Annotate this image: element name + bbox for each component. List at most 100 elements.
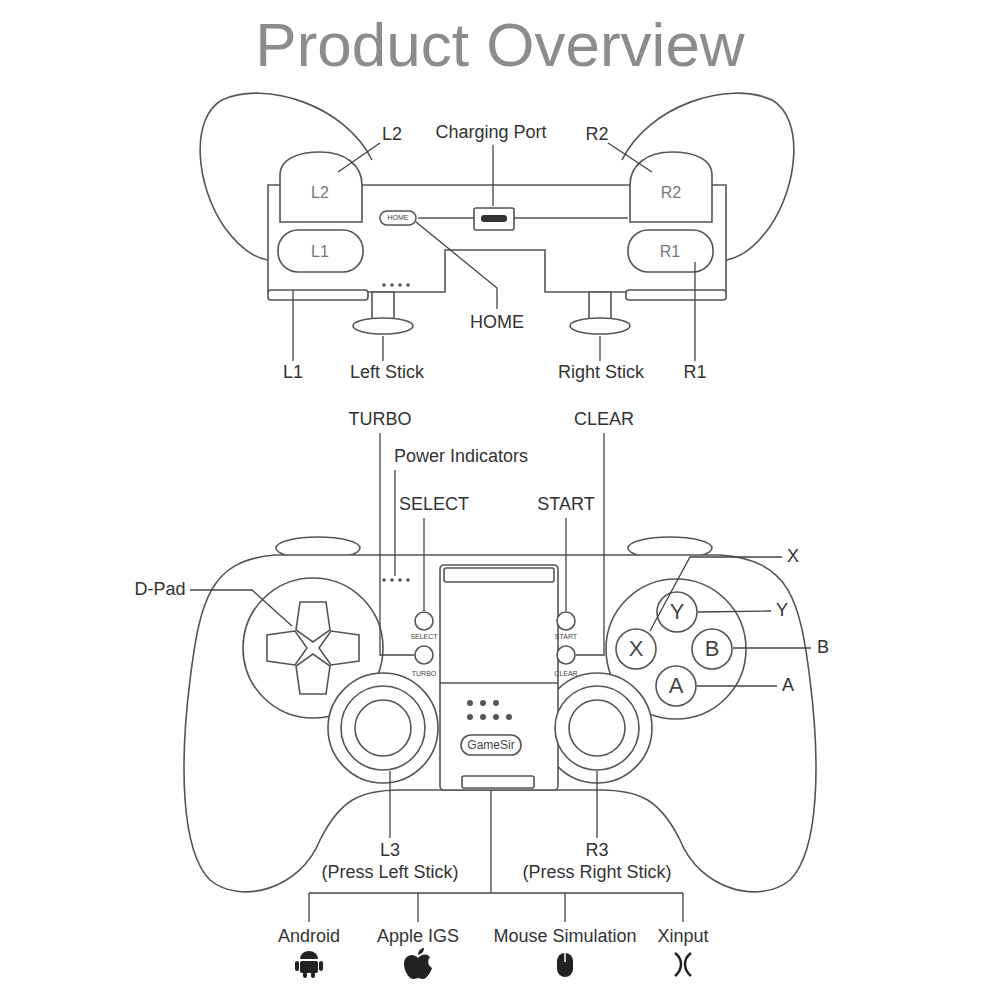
mode-light — [467, 714, 473, 720]
leader-line — [733, 647, 811, 648]
mode-label: Apple IGS — [377, 926, 459, 948]
button-letter: B — [705, 636, 720, 662]
left-stick-cap — [353, 318, 413, 334]
part-label: Right Stick — [558, 362, 644, 384]
part-label: START — [537, 494, 594, 516]
bracket-line — [682, 893, 683, 922]
bracket-line — [309, 892, 683, 893]
bumper-base — [268, 290, 368, 300]
l1-bumper — [278, 230, 363, 272]
mode-light — [480, 700, 486, 706]
leader-line — [694, 262, 695, 361]
bracket-line — [308, 893, 309, 922]
left-stick-top — [355, 700, 411, 756]
leader-line — [380, 433, 414, 655]
button-text: L1 — [311, 242, 329, 261]
right-stick-top — [569, 700, 625, 756]
indicator-dot — [382, 283, 386, 287]
mode-label: Android — [278, 926, 340, 948]
label-line: (Press Right Stick) — [522, 862, 671, 884]
body-seam — [418, 217, 474, 218]
bracket-line — [417, 893, 418, 922]
button-text: L2 — [311, 183, 329, 202]
mode-light — [493, 714, 499, 720]
button-text: HOME — [388, 214, 409, 222]
button-text: SELECT — [410, 633, 437, 641]
r2-trigger — [630, 152, 712, 222]
part-label: Charging Port — [435, 122, 546, 144]
r1-bumper — [628, 230, 713, 272]
leader-line — [596, 771, 597, 838]
y-button — [657, 592, 697, 632]
apple-icon — [418, 948, 424, 955]
part-label: CLEAR — [574, 409, 634, 431]
android-icon — [311, 972, 315, 978]
left-stick — [341, 686, 425, 770]
clip-bottom — [462, 776, 534, 788]
mode-light — [493, 700, 499, 706]
button-text: R1 — [660, 242, 680, 261]
button-text: START — [555, 633, 577, 641]
left-stick-stem — [372, 292, 394, 320]
controller-body — [184, 555, 816, 892]
leader-line — [416, 222, 497, 309]
brand-logo: GameSir — [467, 738, 514, 752]
port-slot — [481, 215, 507, 222]
power-indicator — [406, 578, 410, 582]
power-indicator — [398, 578, 402, 582]
android-icon — [300, 961, 318, 973]
right-stick-stem — [589, 292, 611, 320]
logo-badge — [461, 735, 521, 755]
part-label: Y — [776, 600, 788, 622]
button-letter: A — [669, 673, 684, 699]
charging-port — [474, 208, 514, 230]
part-label: SELECT — [399, 494, 469, 516]
right-stick — [555, 686, 639, 770]
button-letter: X — [629, 636, 644, 662]
body-seam — [514, 217, 628, 218]
leader-line — [650, 557, 782, 631]
leader-line — [389, 771, 390, 838]
button-text: TURBO — [412, 670, 437, 678]
leader-line — [338, 143, 380, 172]
part-label: R1 — [683, 362, 706, 384]
xinput-icon — [675, 953, 691, 976]
bracket-line — [564, 893, 565, 922]
leader-line — [565, 518, 566, 611]
leader-line — [599, 336, 600, 361]
bracket-line — [490, 790, 491, 893]
part-label: A — [782, 675, 794, 697]
mode-light — [467, 700, 473, 706]
l2-trigger — [280, 152, 362, 222]
part-label: Power Indicators — [394, 446, 528, 468]
clip-top — [444, 568, 554, 582]
select-button — [415, 612, 433, 630]
leader-line — [698, 611, 771, 612]
android-icon — [319, 961, 323, 971]
mode-light — [480, 714, 486, 720]
dpad — [296, 654, 330, 694]
android-icon — [300, 951, 318, 959]
button-text: CLEAR — [554, 670, 577, 678]
apple-icon — [404, 954, 432, 979]
dpad — [319, 631, 359, 665]
part-label: L1 — [283, 362, 303, 384]
part-label: HOME — [470, 312, 524, 334]
turbo-button — [415, 646, 433, 664]
indicator-dot — [406, 283, 410, 287]
b-button — [692, 629, 732, 669]
leader-line — [576, 433, 604, 655]
leader-line — [190, 590, 292, 626]
part-label: R2 — [585, 124, 608, 146]
home-button — [380, 211, 416, 225]
a-button — [656, 666, 696, 706]
label-line: (Press Left Stick) — [321, 862, 458, 884]
leader-line — [292, 290, 293, 361]
part-label: D-Pad — [134, 579, 185, 601]
button-letter: Y — [670, 599, 685, 625]
mode-label: Mouse Simulation — [493, 926, 636, 948]
bumper-base — [626, 290, 726, 300]
part-label: R3 (Press Right Stick) — [522, 840, 671, 883]
